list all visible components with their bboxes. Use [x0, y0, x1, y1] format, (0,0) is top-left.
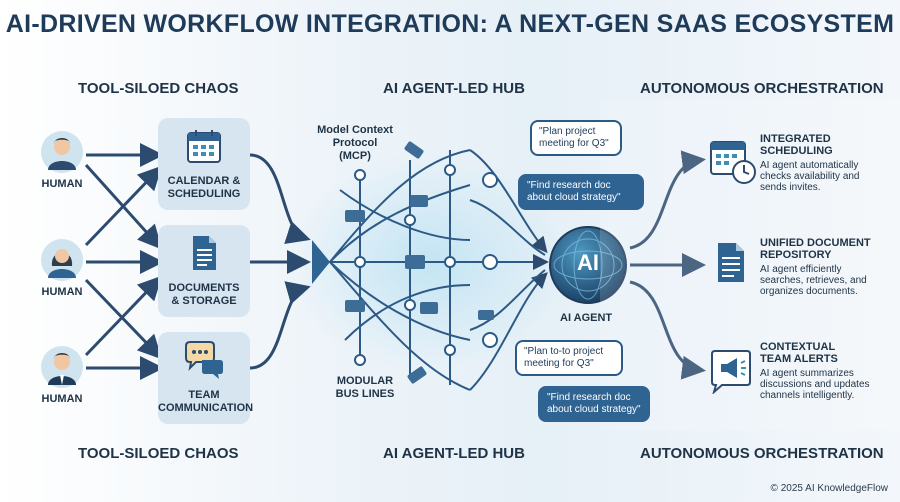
tool-label: CALENDAR &SCHEDULING	[167, 175, 241, 200]
document-icon	[718, 243, 744, 282]
agent-output-arrows	[629, 150, 706, 380]
network-lines	[329, 149, 549, 391]
person-icon	[41, 131, 83, 173]
section-footer-left: TOOL-SILOED CHAOS	[78, 445, 239, 462]
document-icon	[193, 236, 216, 270]
human-3: HUMAN	[22, 345, 102, 405]
tool-calendar: CALENDAR &SCHEDULING	[158, 118, 250, 210]
ai-core-label: AI	[577, 250, 599, 275]
copyright: © 2025 AI KnowledgeFlow	[770, 483, 888, 494]
connector-plugs	[345, 141, 494, 384]
human-tool-arrows	[84, 143, 164, 380]
ai-orb-rings	[553, 230, 623, 300]
megaphone-icon	[711, 350, 751, 394]
calendar-clock-icon	[710, 141, 756, 184]
tool-label: DOCUMENTS& STORAGE	[168, 282, 240, 307]
section-header-right: AUTONOMOUS ORCHESTRATION	[640, 80, 884, 97]
chat-icon	[185, 341, 223, 379]
human-label: HUMAN	[41, 393, 83, 405]
section-footer-right: AUTONOMOUS ORCHESTRATION	[640, 445, 884, 462]
calendar-icon	[187, 130, 221, 163]
human-label: HUMAN	[41, 178, 83, 190]
hub-funnel	[312, 240, 330, 284]
person-icon	[41, 346, 83, 388]
network-nodes	[354, 164, 498, 366]
section-header-middle: AI AGENT-LED HUB	[383, 80, 525, 97]
ai-orb	[549, 226, 627, 304]
human-2: HUMAN	[22, 238, 102, 298]
page-title: AI-DRIVEN WORKFLOW INTEGRATION: A NEXT-G…	[5, 10, 895, 38]
human-label: HUMAN	[41, 286, 83, 298]
tool-hub-arrows	[249, 153, 311, 370]
request-bubble-2: "Find research doc about cloud strategy"	[518, 174, 644, 210]
section-footer-middle: AI AGENT-LED HUB	[383, 445, 525, 462]
person-icon	[41, 239, 83, 281]
section-header-left: TOOL-SILOED CHAOS	[78, 80, 239, 97]
human-1: HUMAN	[22, 130, 102, 190]
tool-documents: DOCUMENTS& STORAGE	[158, 225, 250, 317]
ai-agent-label: AI AGENT	[560, 312, 613, 324]
